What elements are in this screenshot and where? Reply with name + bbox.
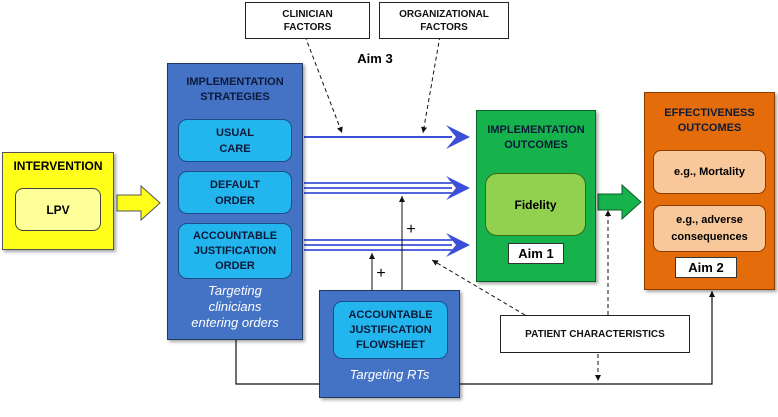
default-order-arrowhead xyxy=(446,176,470,200)
plus-sign: + xyxy=(376,265,386,282)
organizational-factors-dashed-arrow xyxy=(421,35,441,134)
intervention-arrow xyxy=(116,184,161,222)
intervention-title: INTERVENTION xyxy=(13,159,103,173)
aim-2-badge: Aim 2 xyxy=(675,257,737,278)
plus-sign: + xyxy=(406,221,416,238)
justification-order-arrowhead xyxy=(446,233,470,257)
implementation-strategies-title: IMPLEMENTATION STRATEGIES xyxy=(186,76,284,103)
implementation-outcomes-title: IMPLEMENTATION OUTCOMES xyxy=(487,124,585,151)
outcome-arrow xyxy=(597,183,642,221)
default-order-lines xyxy=(304,182,452,194)
clinician-factors-label: CLINICIAN FACTORS xyxy=(282,8,333,33)
justification-order-label: ACCOUNTABLE JUSTIFICATION ORDER xyxy=(192,229,278,272)
patient-characteristics-box: PATIENT CHARACTERISTICS xyxy=(500,315,690,353)
clinician-factors-box: CLINICIAN FACTORS xyxy=(245,2,370,39)
justification-flowsheet-label: ACCOUNTABLE JUSTIFICATION FLOWSHEET xyxy=(348,308,433,351)
aim-1-label: Aim 1 xyxy=(518,246,554,261)
organizational-factors-label: ORGANIZATIONAL FACTORS xyxy=(399,8,489,33)
usual-care-strategy: USUAL CARE xyxy=(178,119,292,162)
fidelity-outcome: Fidelity xyxy=(485,173,586,236)
usual-care-arrowhead xyxy=(446,125,470,149)
lpv-item: LPV xyxy=(15,188,101,231)
justification-order-lines xyxy=(304,239,452,251)
rt-target-text: Targeting RTs xyxy=(349,367,430,382)
fidelity-label: Fidelity xyxy=(514,197,557,212)
adverse-consequences-label: e.g., adverse consequences xyxy=(671,213,748,243)
lpv-label: LPV xyxy=(46,202,70,217)
clinician-target-text: Targeting clinicians entering orders xyxy=(191,283,279,330)
justification-order-strategy: ACCOUNTABLE JUSTIFICATION ORDER xyxy=(178,223,292,279)
mortality-outcome: e.g., Mortality xyxy=(653,150,766,194)
aim-2-label: Aim 2 xyxy=(688,260,724,275)
default-order-label: DEFAULT ORDER xyxy=(210,178,260,207)
organizational-factors-box: ORGANIZATIONAL FACTORS xyxy=(379,2,509,39)
adverse-consequences-outcome: e.g., adverse consequences xyxy=(653,205,766,252)
usual-care-label: USUAL CARE xyxy=(216,126,254,155)
default-order-strategy: DEFAULT ORDER xyxy=(178,171,292,214)
clinician-factors-dashed-arrow xyxy=(304,35,343,134)
mortality-label: e.g., Mortality xyxy=(674,165,745,178)
justification-flowsheet-strategy: ACCOUNTABLE JUSTIFICATION FLOWSHEET xyxy=(333,301,448,359)
aim-3-label: Aim 3 xyxy=(357,51,393,66)
aim-1-badge: Aim 1 xyxy=(508,243,564,264)
effectiveness-outcomes-title: EFFECTIVENESS OUTCOMES xyxy=(664,107,755,134)
patient-characteristics-label: PATIENT CHARACTERISTICS xyxy=(525,328,665,340)
